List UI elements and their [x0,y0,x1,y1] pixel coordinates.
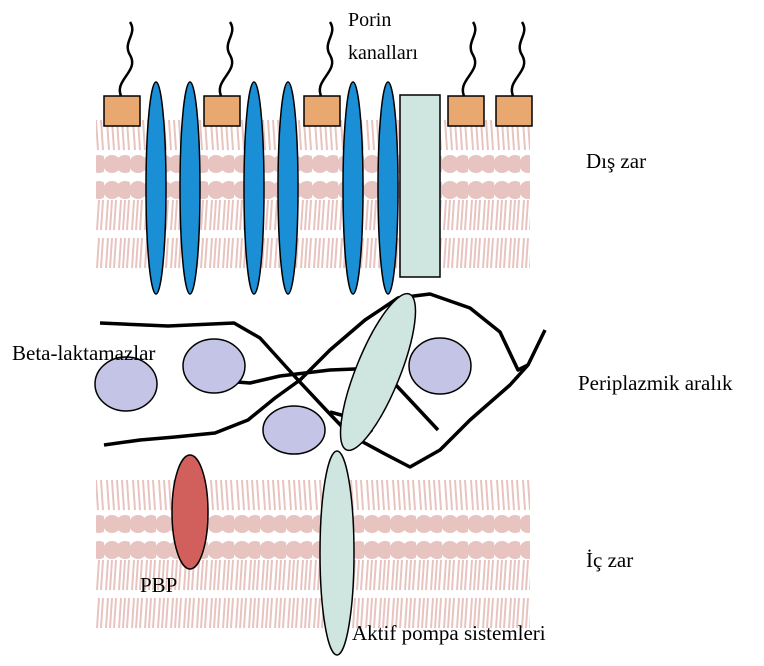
lps-chains [120,22,525,98]
pbp-protein [172,455,208,569]
lps-block [448,96,484,126]
porin [180,82,200,294]
porin [244,82,264,294]
lps-chain [463,22,476,98]
lps-chain [320,22,333,98]
lps-chain [512,22,525,98]
porin [343,82,363,294]
efflux-label: Aktif pompa sistemleri [352,621,546,645]
beta-lactamase [183,339,245,393]
efflux-pump-inner-membrane-part [320,451,354,655]
lps-block [496,96,532,126]
lps-block [104,96,140,126]
inner-membrane-label: İç zar [586,548,633,572]
porin-label-line2: kanalları [348,42,418,64]
porin [146,82,166,294]
lps-chain [120,22,133,98]
porin [278,82,298,294]
beta-lactamase [409,338,471,394]
pbp-label: PBP [140,573,177,597]
beta-lactamases-label: Beta-laktamazlar [12,341,155,365]
outer-membrane-label: Dış zar [586,149,646,173]
network-line [100,323,545,467]
beta-lactamase [95,357,157,411]
lps-chain [220,22,233,98]
porin-label-line1: Porin [348,9,391,31]
porin [378,82,398,294]
periplasmic-space-label: Periplazmik aralık [578,371,733,395]
beta-lactamase [263,406,325,454]
outer-membrane-channel [400,95,440,277]
lps-block [204,96,240,126]
lps-block [304,96,340,126]
